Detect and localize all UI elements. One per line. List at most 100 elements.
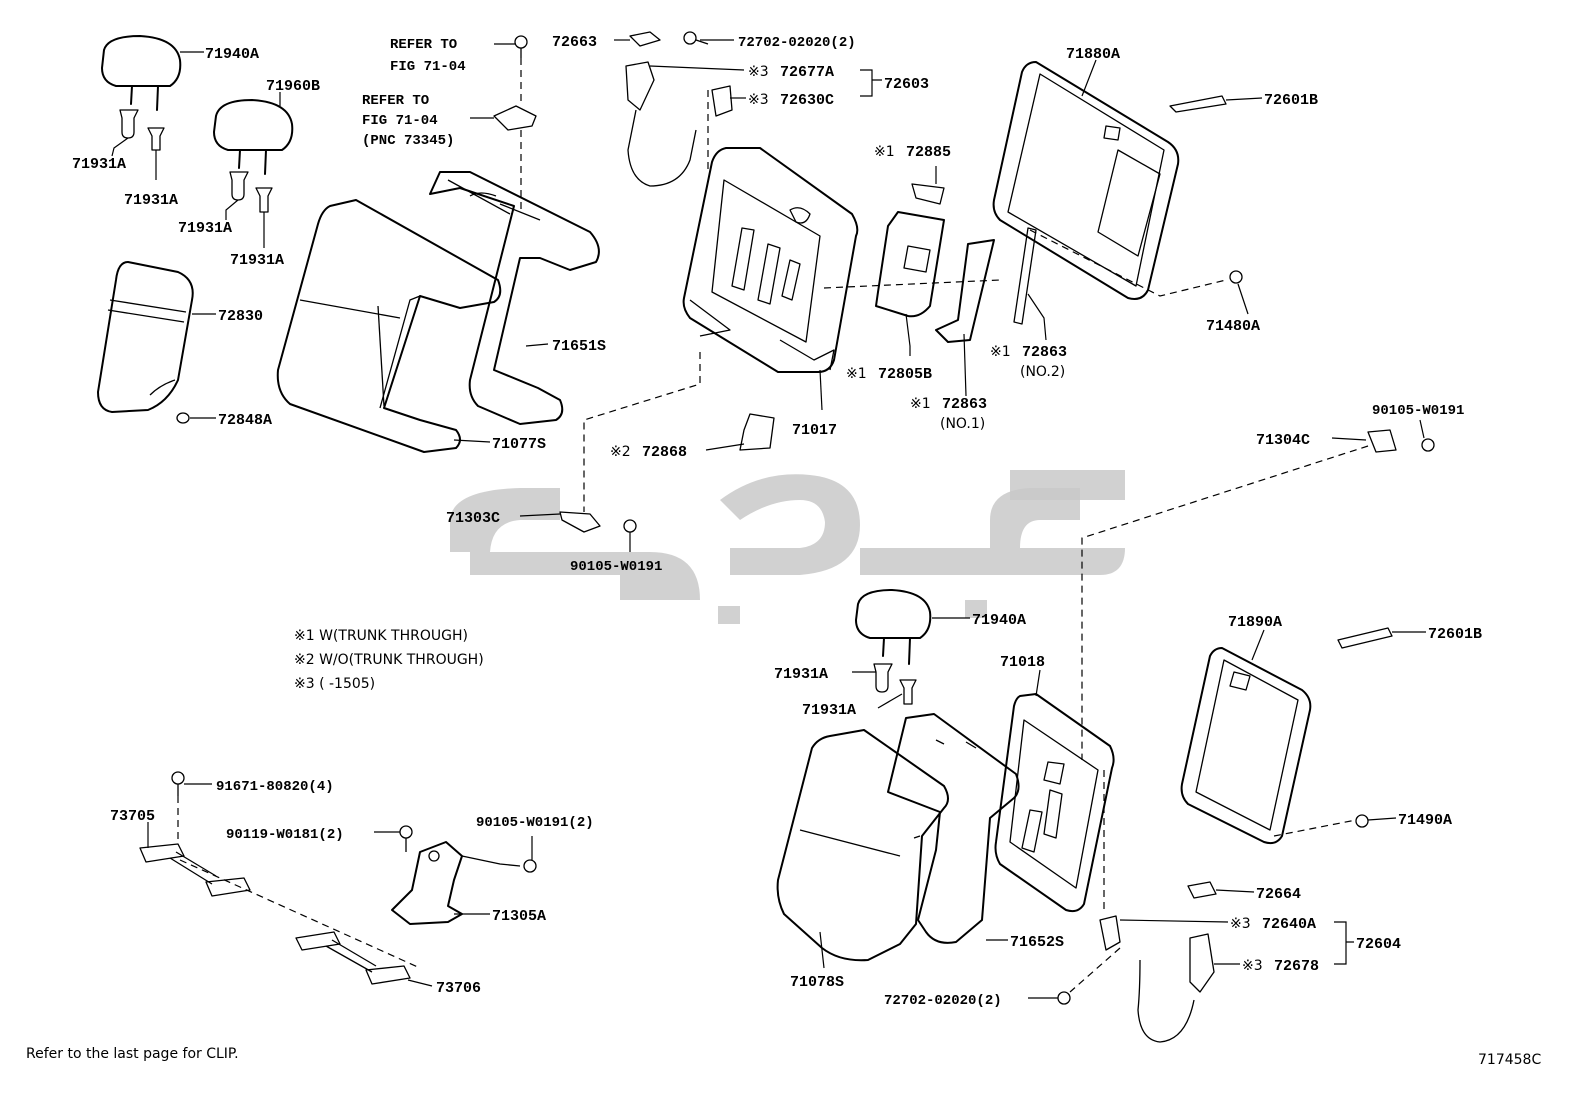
dash-frame-hinge [583,352,701,512]
label-72805B: 72805B [878,366,932,383]
label-71890A: 71890A [1228,614,1282,631]
board-71890A [1180,647,1312,845]
guide-71931A-6 [899,679,917,705]
bolt-90105-right [1421,438,1435,452]
label-71940A-top: 71940A [205,46,259,63]
footer-clip-note: Refer to the last page for CLIP. [26,1046,239,1062]
bracket-72868 [739,413,775,451]
label-71490A: 71490A [1398,812,1452,829]
label-90105-low: 90105-W0191(2) [476,815,594,831]
label-73705: 73705 [110,808,155,825]
dash-lock-bolt [1069,947,1121,993]
label-72863-no1: 72863 [942,396,987,413]
label-71304C: 71304C [1256,432,1310,449]
lock-72677A [625,61,697,187]
mark-1-c: ※1 [846,366,867,382]
label-72863-no2: 72863 [1022,344,1067,361]
mark-1-d: ※1 [910,396,931,412]
dash-hinge-right [1081,445,1369,760]
armrest-72830 [97,261,194,413]
leader-lines [111,39,1426,999]
bolt-90105-low [523,859,537,873]
label-72663: 72663 [552,34,597,51]
bolt-72702-top [683,31,709,45]
label-71017: 71017 [792,422,837,439]
label-72702-bot: 72702-02020(2) [884,993,1002,1009]
seatback-cover-71078S [776,729,949,962]
clip-71480A [1229,270,1243,284]
label-72640A: 72640A [1262,916,1316,933]
label-refer2-b: FIG 71-04 [362,113,438,129]
label-72601B-top: 72601B [1264,92,1318,109]
label-refer2-c: (PNC 73345) [362,133,454,149]
refer-bracket [493,105,537,131]
seatback-pad-71652S [887,713,1020,944]
bracket-72664 [1187,881,1217,899]
cover-72863-no1 [935,239,995,343]
mark-3-d: ※3 [1242,958,1263,974]
label-72603: 72603 [884,76,929,93]
mark-1-a: ※1 [874,144,895,160]
label-71931A-3: 71931A [178,220,232,237]
lock-72630C [711,85,733,117]
label-90105-mid: 90105-W0191 [570,559,662,575]
seatback-pad-71651S [429,171,600,425]
label-71931A-6: 71931A [802,702,856,719]
hinge-73706 [295,931,411,985]
label-72601B-bot: 72601B [1428,626,1482,643]
label-71960B: 71960B [266,78,320,95]
dash-71490A [1273,819,1357,837]
label-72630C: 72630C [780,92,834,109]
label-refer1-b: FIG 71-04 [390,59,466,75]
dash-frame-board [823,279,1001,289]
guide-71931A-4 [255,187,273,213]
lock-72678 [1137,933,1215,1043]
label-72678: 72678 [1274,958,1319,975]
guide-71931A-1 [119,109,139,139]
note-3: ※3 ( -1505) [294,676,375,692]
panel-72805B [875,211,945,318]
strip-72863-no2 [1013,227,1037,325]
bolt-91671 [171,771,185,796]
note-2: ※2 W/O(TRUNK THROUGH) [294,652,484,668]
hinge-71303C [559,511,601,533]
mark-3-a: ※3 [748,64,769,80]
label-72863-no1-sub: (NO.1) [940,416,985,432]
headrest-71940A-bot [855,589,932,665]
label-90105-right: 90105-W0191 [1372,403,1464,419]
board-71880A [992,61,1180,300]
label-72885: 72885 [906,144,951,161]
label-71078S: 71078S [790,974,844,991]
headrest-71960B [213,99,294,175]
mark-1-b: ※1 [990,344,1011,360]
seatback-cover-71077S [276,199,502,453]
label-71305A: 71305A [492,908,546,925]
label-72677A: 72677A [780,64,834,81]
label-71077S: 71077S [492,436,546,453]
frame-71017 [682,147,859,373]
guide-71931A-3 [229,171,249,201]
label-71480A: 71480A [1206,318,1260,335]
mark-3-b: ※3 [748,92,769,108]
label-71931A-2: 71931A [124,192,178,209]
label-71940A-bot: 71940A [972,612,1026,629]
label-72664: 72664 [1256,886,1301,903]
figure-code: 717458C [1478,1052,1541,1068]
guide-71931A-2 [147,127,165,151]
label-refer2-a: REFER TO [362,93,429,109]
label-72604: 72604 [1356,936,1401,953]
guide-71931A-5 [873,663,893,693]
label-90119: 90119-W0181(2) [226,827,344,843]
watermark-logo [450,470,1125,624]
cap-72848A [176,412,190,424]
label-71652S: 71652S [1010,934,1064,951]
dash-board-clip [1029,229,1227,297]
mark-3-c: ※3 [1230,916,1251,932]
bolt-90105-mid [623,519,637,533]
lock-72640A [1099,915,1121,951]
frame-71018 [994,693,1115,913]
hook-72601B-bot [1337,627,1393,649]
label-71651S: 71651S [552,338,606,355]
clip-71490A [1355,814,1369,828]
